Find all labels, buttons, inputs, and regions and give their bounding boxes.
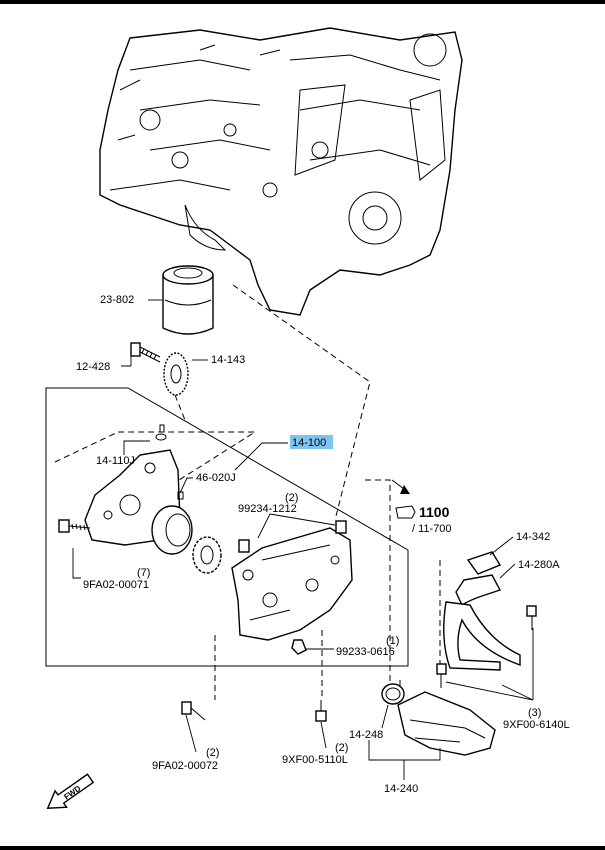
label-9xf00-5110l[interactable]: 9XF00-5110L (282, 754, 348, 766)
guide-ref (365, 479, 391, 700)
highlight-14-100 (290, 435, 333, 449)
label-99233-0616[interactable]: 99233-0616 (336, 646, 395, 658)
oil-strainer (397, 691, 496, 756)
inner-rotor (192, 536, 222, 574)
reference-arrow (391, 479, 410, 494)
bottom-rule (0, 846, 605, 850)
gasket-14-342 (466, 551, 502, 575)
label-14-248[interactable]: 14-248 (349, 729, 383, 741)
outer-rotor (151, 505, 193, 555)
label-9xf00-6140l[interactable]: 9XF00-6140L (503, 719, 570, 731)
engine-block (99, 27, 463, 316)
o-ring-14-248 (381, 683, 405, 705)
label-99234-1212[interactable]: 99234-1212 (238, 503, 297, 515)
leader-9xf00-6140l (445, 628, 534, 701)
leader-14-110j (123, 440, 150, 455)
exploded-guide (54, 431, 257, 531)
leader-14-240 (368, 740, 441, 780)
label-14-110j[interactable]: 14-110J (96, 455, 135, 467)
leader-9xf00-5110l (320, 721, 327, 749)
reference-main[interactable]: 1100 (419, 504, 450, 520)
dowel-pins (238, 520, 347, 553)
qty-9fa02-00072: (2) (206, 747, 219, 759)
guide-sprocket (174, 394, 186, 421)
label-12-428[interactable]: 12-428 (76, 361, 110, 373)
leader-99234-1212 (257, 513, 336, 539)
reference-sub: / 11-700 (412, 523, 452, 535)
reference-icon (395, 505, 416, 519)
leader-9fa02-00071 (72, 548, 81, 579)
label-9fa02-00072[interactable]: 9FA02-00072 (152, 760, 218, 772)
label-46-020j[interactable]: 46-020J (196, 472, 236, 484)
cover-bolt (58, 519, 91, 533)
qty-99233-0616: (1) (386, 635, 399, 647)
leader-14-100 (234, 442, 288, 471)
leader-46-020j (179, 477, 193, 494)
leader-14-248 (381, 704, 389, 729)
bolt-9xf00-5110l (315, 700, 327, 722)
label-9fa02-00071[interactable]: 9FA02-00071 (83, 579, 149, 591)
qty-9xf00-6140l: (3) (528, 707, 541, 719)
label-23-802[interactable]: 23-802 (100, 294, 134, 306)
oil-filter (162, 265, 214, 335)
o-ring-small (155, 424, 167, 441)
guide-filter (232, 284, 371, 521)
qty-9xf00-5110l: (2) (335, 742, 348, 754)
qty-9fa02-00071: (7) (137, 567, 150, 579)
pipe-bolts (436, 605, 537, 688)
assembly-box (45, 387, 409, 667)
leader-9fa02-00072 (185, 714, 197, 753)
qty-99234-1212: (2) (285, 492, 298, 504)
label-14-240[interactable]: 14-240 (384, 783, 418, 795)
plug-99233-0616 (291, 639, 307, 655)
label-14-342[interactable]: 14-342 (516, 531, 550, 543)
label-14-280a[interactable]: 14-280A (518, 559, 560, 571)
fwd-arrow-icon: FWD (46, 773, 95, 809)
top-rule (0, 0, 605, 4)
leader-12-428 (121, 350, 132, 367)
label-14-143[interactable]: 14-143 (211, 354, 245, 366)
oil-pump-sprocket (163, 352, 189, 396)
sprocket-bolt (130, 342, 161, 363)
leader-14-342 (489, 536, 514, 556)
pipe-14-280a (443, 574, 521, 671)
pump-body (231, 527, 353, 641)
label-14-100[interactable]: 14-100 (292, 437, 326, 449)
pin-46-020j (177, 491, 184, 500)
bolt-9fa02-00072 (181, 701, 206, 721)
leader-14-280a (499, 563, 516, 579)
